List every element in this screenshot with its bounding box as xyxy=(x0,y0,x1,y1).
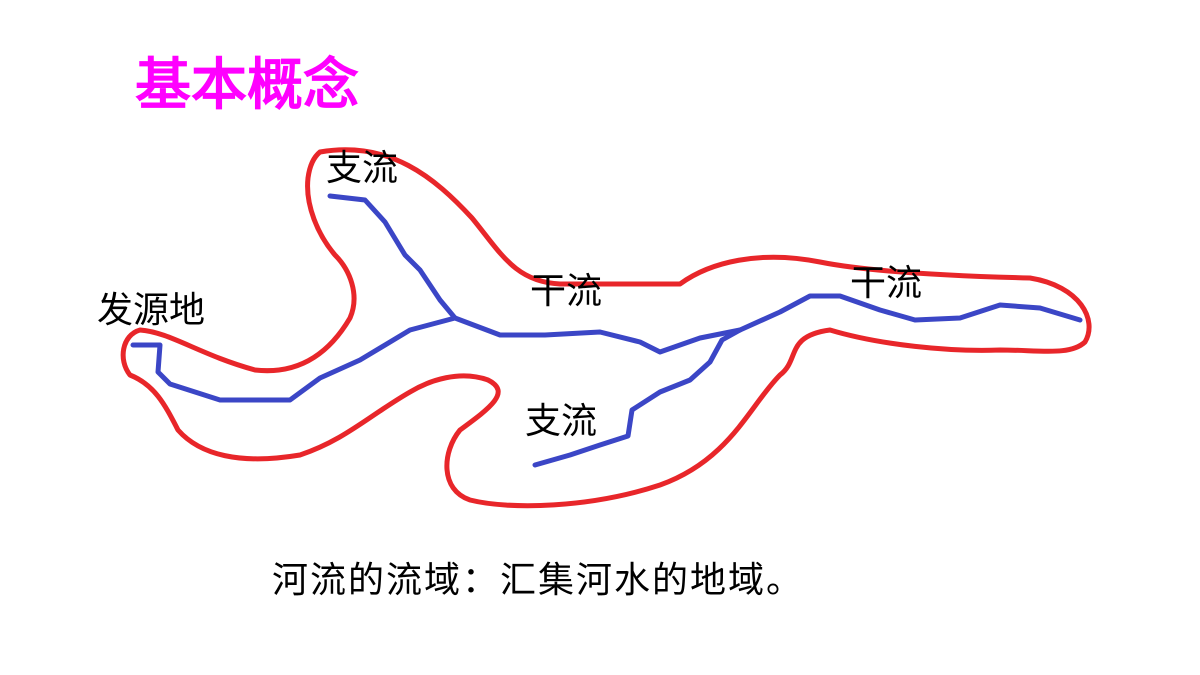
label-tributary-upper: 支流 xyxy=(326,148,398,189)
label-source: 发源地 xyxy=(97,290,205,331)
slide-title: 基本概念 xyxy=(135,53,359,118)
label-tributary-lower: 支流 xyxy=(525,401,597,442)
main-river xyxy=(130,293,1083,403)
basin-boundary xyxy=(120,147,1092,509)
label-mainstream-right: 干流 xyxy=(850,263,922,304)
lower-tributary xyxy=(532,327,743,468)
basin-definition-caption: 河流的流域：汇集河水的地域。 xyxy=(272,560,805,601)
upper-tributary xyxy=(327,193,458,321)
label-mainstream-middle: 干流 xyxy=(530,271,602,312)
